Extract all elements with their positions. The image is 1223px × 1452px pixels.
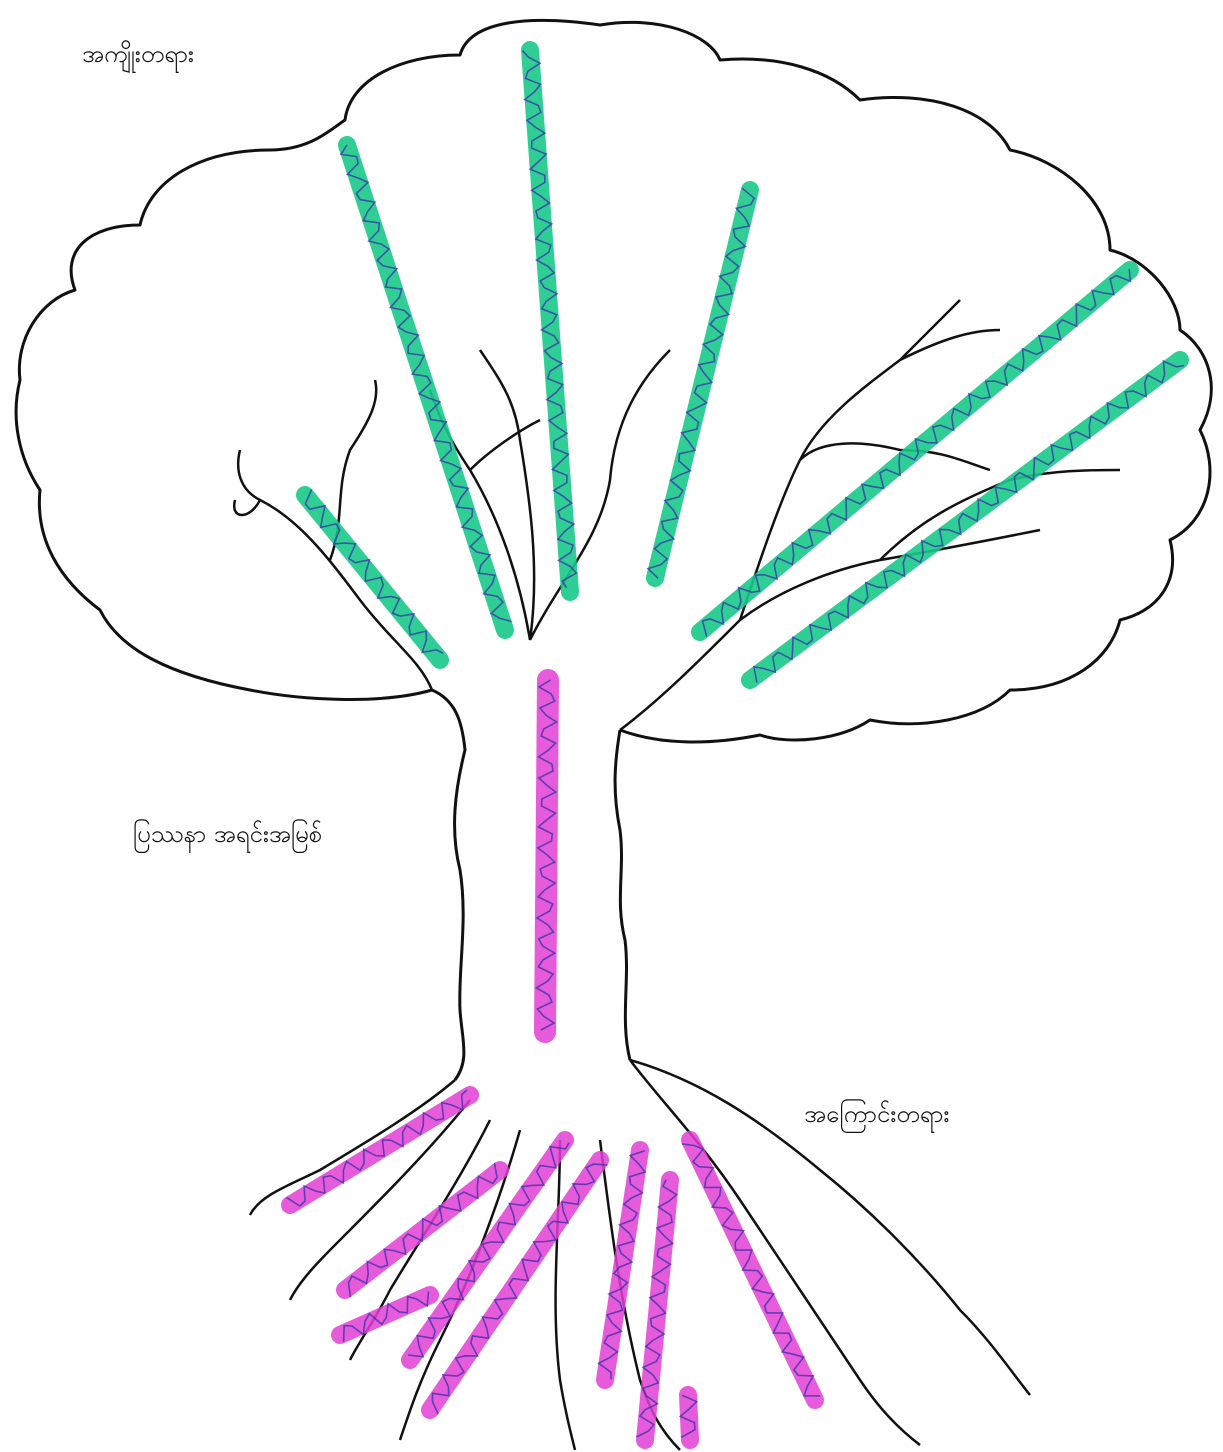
effect-highlight-2 xyxy=(530,50,570,592)
effect-highlight-6 xyxy=(305,495,440,660)
tree-trunk-outline xyxy=(432,690,465,1080)
tree-trunk-outline-right xyxy=(615,730,630,1060)
tree-crown-outline xyxy=(16,20,1211,742)
cause-highlight-6 xyxy=(605,1150,640,1380)
cause-highlight-7 xyxy=(645,1180,670,1440)
branch-outline-right xyxy=(620,300,1120,730)
effect-highlights xyxy=(305,50,1180,680)
core-problem-label: ပြဿနာ အရင်းအမြစ် xyxy=(133,818,322,854)
effects-label: အကျိုးတရား xyxy=(82,38,194,74)
causes-label: အကြောင်းတရား xyxy=(804,1098,949,1134)
